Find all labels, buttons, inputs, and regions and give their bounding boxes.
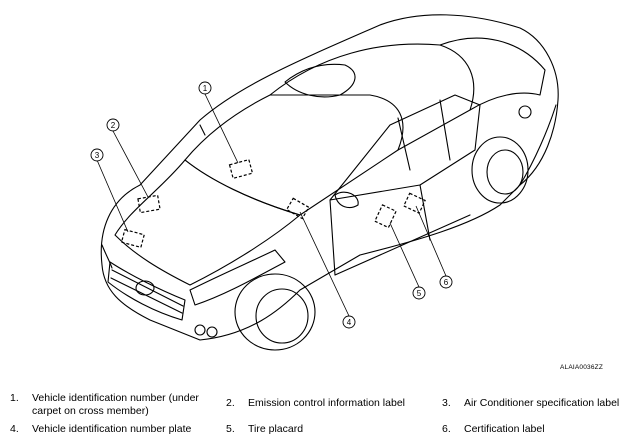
legend-number: 3.: [442, 397, 451, 409]
callout-number-5: 5: [417, 289, 422, 298]
callout-number-6: 6: [444, 278, 449, 287]
label-box-5: [374, 204, 397, 229]
legend-text: Emission control information label: [248, 397, 405, 409]
legend: 1. Vehicle identification number (under …: [0, 386, 638, 444]
side-mirror: [334, 191, 359, 209]
legend-text: Air Conditioner specification label: [464, 397, 620, 409]
legend-number: 2.: [226, 397, 235, 409]
legend-text: Tire placard: [248, 423, 304, 435]
legend-number: 4.: [10, 423, 19, 435]
legend-text: Vehicle identification number (under car…: [32, 392, 199, 417]
vehicle-label-location-diagram: 1 2 3 4 5 6: [90, 14, 559, 351]
hood: [114, 159, 301, 286]
label-box-3: [120, 228, 145, 249]
callout-number-4: 4: [347, 318, 352, 327]
legend-number: 6.: [442, 423, 451, 435]
callout-2: [106, 118, 120, 132]
legend-text: Vehicle identification number plate: [32, 423, 192, 435]
callout-5: [412, 286, 426, 300]
callout-number-2: 2: [111, 121, 116, 130]
windshield: [184, 94, 404, 216]
callout-3: [90, 148, 104, 162]
callout-4: [342, 315, 356, 329]
front-grille: [107, 261, 186, 321]
callout-1: [198, 81, 212, 95]
callout-number-1: 1: [203, 84, 208, 93]
front-wheel: [234, 273, 316, 351]
label-box-4: [285, 197, 310, 220]
callout-number-3: 3: [95, 151, 100, 160]
label-box-1: [228, 158, 254, 180]
label-box-6: [402, 192, 426, 214]
figure-code: ALAIA0036ZZ: [560, 364, 604, 371]
legend-number: 5.: [226, 423, 235, 435]
car-body-outline: [100, 14, 559, 341]
legend-text: Certification label: [464, 423, 545, 435]
sunroof: [284, 63, 356, 98]
callout-6: [439, 275, 453, 289]
legend-number: 1.: [10, 392, 19, 404]
